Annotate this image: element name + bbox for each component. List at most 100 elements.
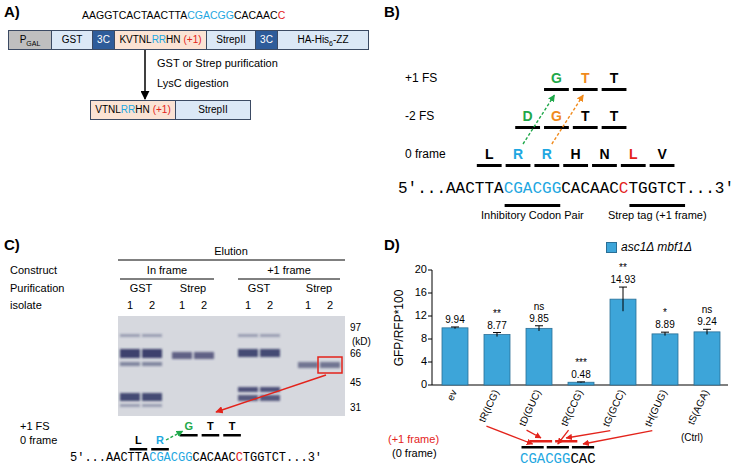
value-label: 14.93 <box>610 274 635 286</box>
label-holder: 1 <box>127 299 133 312</box>
sequence-line: CGACGGCAC <box>520 451 596 467</box>
label-holder: Construct <box>10 264 57 277</box>
label-holder: 0 <box>421 378 427 391</box>
marker-size: 97 <box>350 322 361 334</box>
codon-bar <box>602 88 627 91</box>
label-holder: 1 <box>245 299 251 312</box>
marker-size: 45 <box>350 377 361 389</box>
box-text: HN <box>135 105 149 115</box>
codon-letter: R <box>542 146 552 162</box>
box-text: (+1) <box>184 35 202 45</box>
label-holder: Inhibitory Codon Pair <box>481 209 584 222</box>
bracket-line <box>120 279 214 280</box>
label-holder: 0 frame <box>20 434 57 447</box>
bar-chart <box>428 270 728 385</box>
codon-bar <box>629 204 685 207</box>
label-holder: ns <box>534 300 545 312</box>
label-holder: tR(CCG) <box>559 388 586 428</box>
error-cap <box>661 332 669 333</box>
box-text: VTNL <box>95 105 121 115</box>
codon-bar <box>522 446 544 449</box>
frame-label: (+1 frame) <box>388 433 439 446</box>
label-holder: ** <box>493 307 501 319</box>
axis-tick-label: 12 <box>415 309 427 322</box>
gel-band <box>298 362 318 368</box>
frame-label: +1 FS <box>405 72 437 86</box>
error-line <box>539 326 540 331</box>
bracket-line <box>238 279 340 280</box>
tag-box: HA-His6-ZZ <box>277 30 369 50</box>
significance-mark: ns <box>534 300 545 312</box>
significance-mark: *** <box>575 356 587 368</box>
box-text: P <box>20 35 27 45</box>
gel-image <box>118 316 345 416</box>
significance-mark: ** <box>619 262 627 274</box>
data-bar <box>652 334 678 385</box>
codon-letter: G <box>551 108 562 124</box>
data-bar <box>526 328 552 385</box>
codon-bar <box>151 448 169 451</box>
label-holder: 16 <box>415 286 427 299</box>
label-holder: H <box>571 146 581 162</box>
gel-header-lines <box>118 260 345 279</box>
box-text: 6 <box>329 40 333 47</box>
gel-band <box>120 404 140 407</box>
label-holder: 1 <box>305 299 311 312</box>
codon-bar <box>573 126 598 129</box>
label-holder: Elution <box>214 245 248 258</box>
decoding-arrow <box>527 430 541 438</box>
category-label: tR(CCG) <box>559 388 586 428</box>
axis-tick <box>428 339 432 340</box>
lane-number: 2 <box>149 299 155 312</box>
panel-letter: B) <box>384 3 400 20</box>
error-cap <box>493 332 501 333</box>
category-label: tG(GCC) <box>600 388 627 429</box>
gel-band <box>120 393 140 401</box>
box-text: StrepII <box>216 35 245 45</box>
decoding-arrow <box>583 431 652 444</box>
gel-band <box>142 362 162 366</box>
codon-bar <box>563 164 588 167</box>
error-bar <box>535 326 543 331</box>
lane-number: 2 <box>327 299 333 312</box>
box-text: StrepII <box>198 105 227 115</box>
codon-bar <box>547 446 569 449</box>
codon-bar <box>477 164 502 167</box>
group-header: +1 frame <box>267 264 311 277</box>
panel-letter: D) <box>384 236 400 253</box>
error-line <box>665 332 666 335</box>
codon-bar <box>621 164 646 167</box>
value-label: 9.24 <box>697 316 716 328</box>
box-text: GAL <box>26 40 40 47</box>
gel-band <box>238 395 258 401</box>
panel-letter: A) <box>4 3 20 20</box>
note-label: (Ctrl) <box>681 432 703 444</box>
significance-mark: * <box>663 307 667 319</box>
codon-bar <box>180 434 198 437</box>
label-holder: T <box>581 70 590 86</box>
sequence-segment: AAGGTCACTAACTTA <box>82 9 187 21</box>
codon-letter: V <box>657 146 666 162</box>
axis-title: GFP/RFP*100 <box>393 290 407 367</box>
label-holder: 1 <box>179 299 185 312</box>
codon-bars <box>130 88 685 451</box>
gel-band <box>320 362 340 368</box>
sequence-segment: 5'...AACTTA <box>398 180 504 198</box>
codon-bar <box>530 440 552 443</box>
promoter-box: PGAL <box>8 30 52 50</box>
codon-bar <box>130 448 148 451</box>
frameshift-arrow <box>166 431 183 440</box>
codon-letter: H <box>571 146 581 162</box>
codon-bar <box>650 164 675 167</box>
value-label: 9.85 <box>529 312 548 324</box>
label-holder: +1 frame <box>267 264 311 277</box>
box-text: KVTNL <box>119 35 151 45</box>
lane-number: 1 <box>305 299 311 312</box>
lane-header: Strep <box>306 282 332 295</box>
category-label: tD(GUC) <box>517 388 544 428</box>
error-bar <box>661 332 669 335</box>
sequence-segment: CGACGG <box>504 180 562 198</box>
gel-band <box>194 352 214 359</box>
label-holder: 0 frame <box>405 148 446 162</box>
